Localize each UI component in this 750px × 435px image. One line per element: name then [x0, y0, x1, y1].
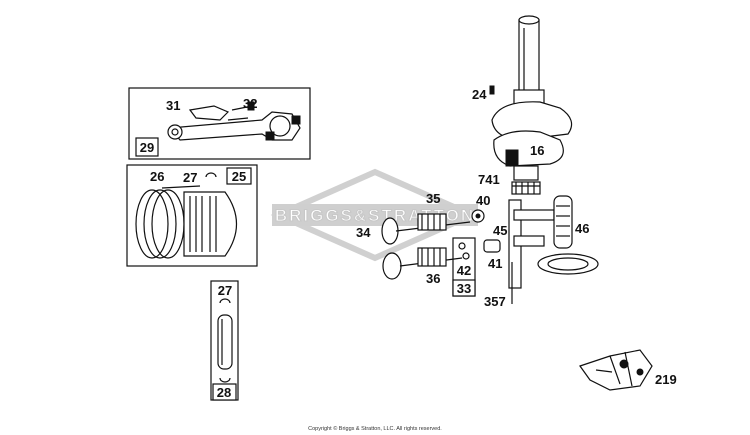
label-31: 31: [166, 98, 180, 113]
label-27-lower: 27: [218, 283, 232, 298]
label-27-upper: 27: [183, 170, 197, 185]
label-35: 35: [426, 191, 440, 206]
label-29: 29: [140, 140, 154, 155]
label-16: 16: [530, 143, 544, 158]
label-46: 46: [575, 221, 589, 236]
label-42: 42: [457, 263, 471, 278]
label-28: 28: [217, 385, 231, 400]
label-33: 33: [457, 281, 471, 296]
watermark: BRIGGS&STRATTON: [270, 168, 480, 262]
keeper-box: 42 33: [452, 237, 476, 297]
label-41: 41: [488, 256, 502, 271]
piston-pin-group: 27 28: [210, 280, 239, 401]
intake-valve-group: 34 35 40: [356, 191, 490, 245]
copyright-notice: Copyright © Briggs & Stratton, LLC. All …: [308, 425, 442, 432]
label-36: 36: [426, 271, 440, 286]
label-26: 26: [150, 169, 164, 184]
label-40: 40: [476, 193, 490, 208]
crankshaft: 16 24 741: [472, 15, 573, 195]
label-741: 741: [478, 172, 500, 187]
label-219: 219: [655, 372, 677, 387]
label-45: 45: [493, 223, 507, 238]
label-25: 25: [232, 169, 246, 184]
label-24: 24: [472, 87, 487, 102]
camshaft-assembly: 46 45 357: [484, 195, 599, 309]
connecting-rod-group: 29 31 32: [128, 87, 311, 160]
label-32: 32: [243, 96, 257, 111]
label-34: 34: [356, 225, 371, 240]
piston-ring-group: 25 26 27: [126, 164, 258, 267]
label-357: 357: [484, 294, 506, 309]
governor-bracket: 219: [579, 349, 677, 391]
exhaust-valve-group: 36 41: [382, 239, 502, 286]
